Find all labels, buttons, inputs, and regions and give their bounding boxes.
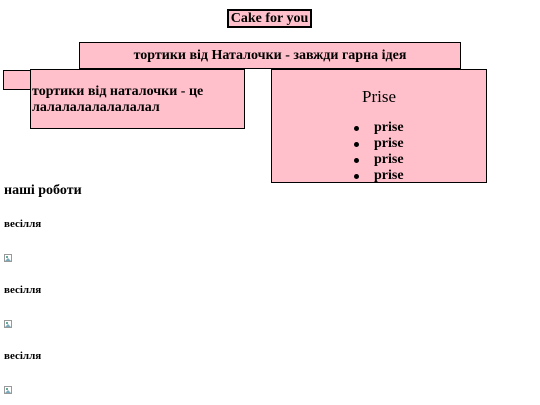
broken-image-icon (4, 254, 12, 262)
slogan-banner: тортики від Наталочки - завжди гарна іде… (79, 42, 461, 69)
price-item: prise (354, 120, 404, 136)
broken-image-icon (4, 386, 12, 394)
price-item: prise (354, 136, 404, 152)
price-item: prise (354, 152, 404, 168)
category-label-wedding: весілля (4, 284, 42, 296)
about-box: тортики від наталочки - це лалалалалалал… (30, 69, 245, 129)
category-label-wedding: весілля (4, 350, 42, 362)
price-box: Prise prise prise prise prise (271, 69, 487, 183)
site-title: Cake for you (227, 9, 312, 28)
price-item: prise (354, 168, 404, 184)
price-title: Prise (362, 87, 396, 106)
price-list: prise prise prise prise (354, 120, 404, 184)
broken-image-icon (4, 320, 12, 328)
decorative-square (3, 70, 32, 90)
works-heading: наші роботи (4, 183, 82, 198)
about-text: тортики від наталочки - це лалалалалалал… (32, 84, 204, 115)
category-label-wedding: весілля (4, 218, 42, 230)
